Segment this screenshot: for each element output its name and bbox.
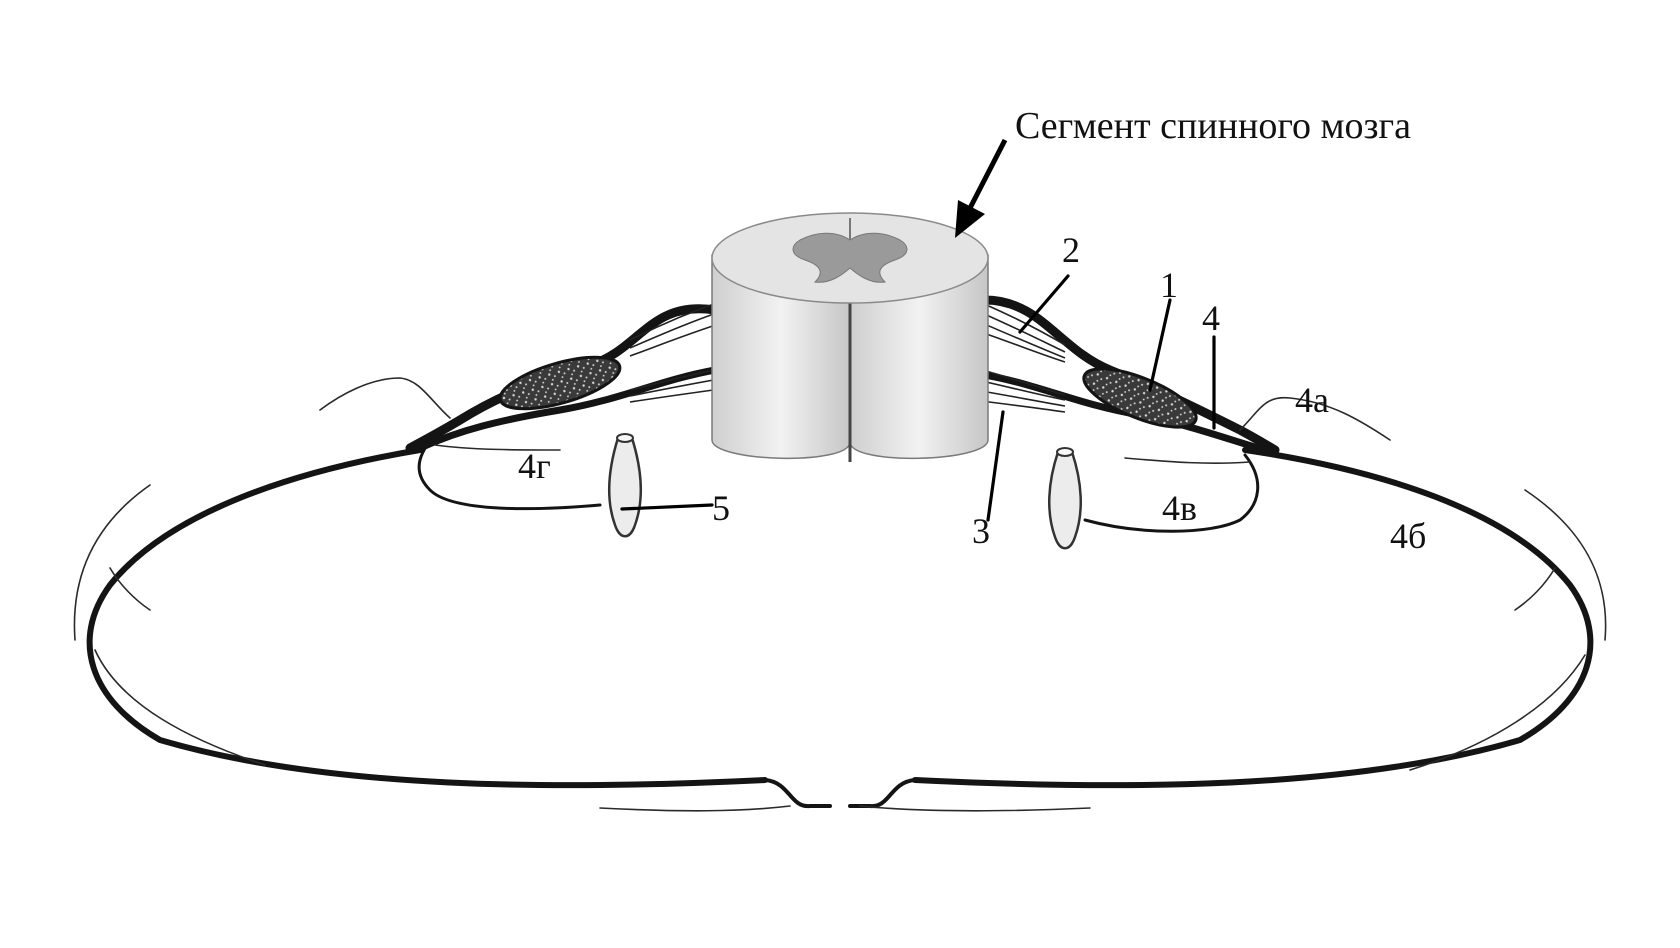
- spinal-cord-segment: [711, 212, 989, 462]
- label-4: 4: [1202, 298, 1220, 338]
- right-spinal-nerve: [980, 295, 1391, 533]
- leader-1: [1148, 298, 1172, 392]
- sympathetic-ganglion-left: [608, 433, 642, 538]
- diagram-title: Сегмент спинного мозга: [1015, 105, 1411, 147]
- label-5: 5: [712, 488, 730, 528]
- label-2: 2: [1062, 230, 1080, 270]
- label-1: 1: [1160, 265, 1178, 305]
- label-4v: 4в: [1162, 488, 1197, 528]
- label-4g: 4г: [518, 446, 551, 486]
- leader-2: [1018, 274, 1070, 334]
- body-wall-nerve-ring: [73, 447, 1607, 812]
- label-3: 3: [972, 511, 990, 551]
- sympathetic-ganglion-right: [1048, 447, 1082, 550]
- left-spinal-ganglion: [498, 355, 622, 411]
- title-arrow: [955, 138, 1008, 238]
- right-spinal-ganglion: [1082, 367, 1198, 429]
- label-4a: 4а: [1295, 380, 1329, 420]
- leader-3: [986, 410, 1005, 522]
- leader-lines: [620, 274, 1216, 522]
- label-4b: 4б: [1390, 516, 1426, 556]
- leader-5: [620, 503, 714, 511]
- gray-matter: [792, 232, 908, 283]
